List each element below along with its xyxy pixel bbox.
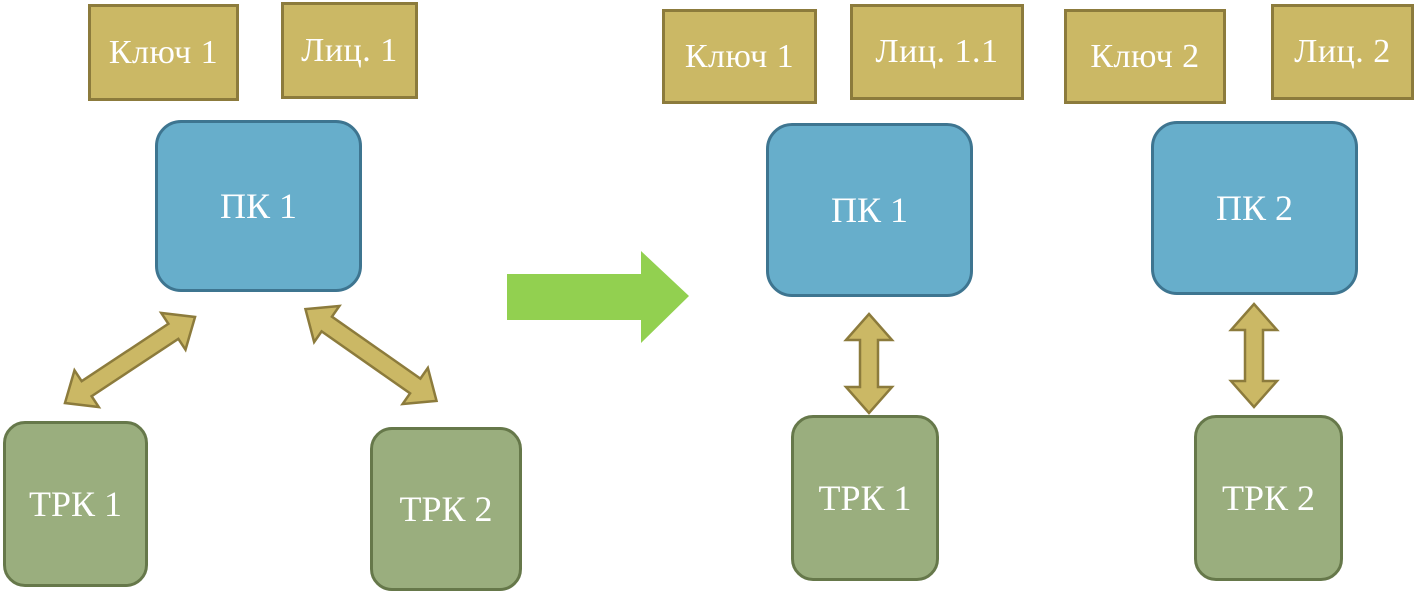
link-arrow-pc1-trk1-right: [843, 312, 895, 415]
key-1-right: Ключ 1: [662, 9, 817, 104]
pc-1-left: ПК 1: [155, 120, 362, 292]
pc-2-right: ПК 2: [1151, 121, 1358, 295]
license-2-right: Лиц. 2: [1271, 4, 1414, 100]
license-1-1-right: Лиц. 1.1: [850, 4, 1024, 100]
transition-arrow: [507, 251, 689, 343]
link-arrow-pc1-trk1: [63, 311, 197, 409]
pc-1-right: ПК 1: [766, 123, 973, 297]
trk-2-left: ТРК 2: [370, 427, 522, 591]
key-2-right: Ключ 2: [1064, 9, 1226, 104]
key-1-left: Ключ 1: [88, 4, 239, 101]
link-arrow-pc2-trk2-right: [1228, 302, 1280, 409]
license-1-left: Лиц. 1: [281, 2, 418, 99]
trk-1-left: ТРК 1: [3, 421, 148, 587]
trk-1-right: ТРК 1: [791, 415, 939, 581]
trk-2-right: ТРК 2: [1194, 415, 1343, 581]
link-arrow-pc1-trk2: [303, 304, 439, 406]
